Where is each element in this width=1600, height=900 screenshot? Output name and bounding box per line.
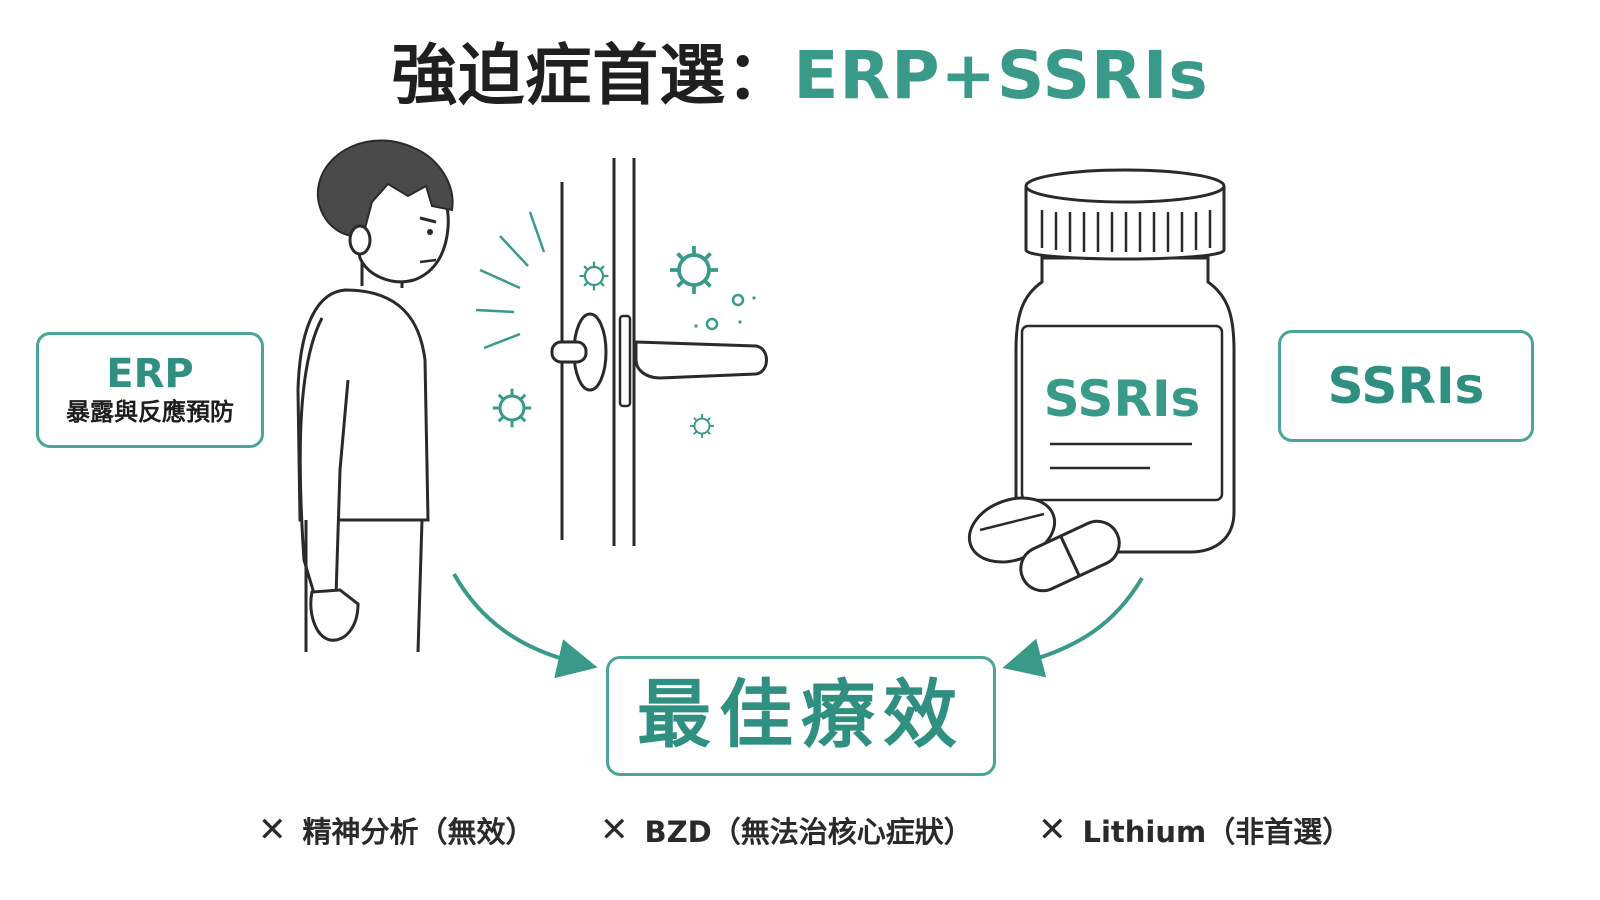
not-recommended-text: BZD（無法治核心症狀） xyxy=(644,815,973,849)
not-recommended-item: ✕ 精神分析（無效） xyxy=(258,808,535,852)
alert-lines xyxy=(475,211,546,350)
title-accent: ERP+SSRIs xyxy=(793,37,1209,114)
erp-label-box: ERP 暴露與反應預防 xyxy=(36,332,264,448)
ssri-label-box: SSRIs xyxy=(1278,330,1534,442)
germ-icons xyxy=(491,244,756,439)
best-effect-box: 最佳療效 xyxy=(606,656,996,776)
arrow-right-to-result xyxy=(1002,576,1144,678)
pill-bottle-illustration: SSRIs xyxy=(1014,168,1236,554)
erp-label: ERP xyxy=(106,351,194,397)
cross-icon: ✕ xyxy=(1038,810,1067,850)
page-title: 強迫症首選：ERP+SSRIs xyxy=(0,22,1600,118)
ssri-label: SSRIs xyxy=(1327,357,1485,415)
erp-sublabel: 暴露與反應預防 xyxy=(66,398,234,426)
not-recommended-text: Lithium（非首選） xyxy=(1082,815,1352,849)
door-handle-illustration xyxy=(550,158,768,546)
bottle-label: SSRIs xyxy=(1044,370,1201,428)
pills-illustration xyxy=(967,496,1121,593)
person-illustration xyxy=(296,139,454,653)
not-recommended-text: 精神分析（無效） xyxy=(302,815,535,849)
arrow-left-to-result xyxy=(452,573,598,679)
cross-icon: ✕ xyxy=(600,810,629,850)
not-recommended-item: ✕ BZD（無法治核心症狀） xyxy=(600,808,973,852)
not-recommended-item: ✕ Lithium（非首選） xyxy=(1038,808,1351,852)
best-effect-label: 最佳療效 xyxy=(637,672,965,758)
cross-icon: ✕ xyxy=(258,810,287,850)
title-main: 強迫症首選： xyxy=(391,37,794,114)
